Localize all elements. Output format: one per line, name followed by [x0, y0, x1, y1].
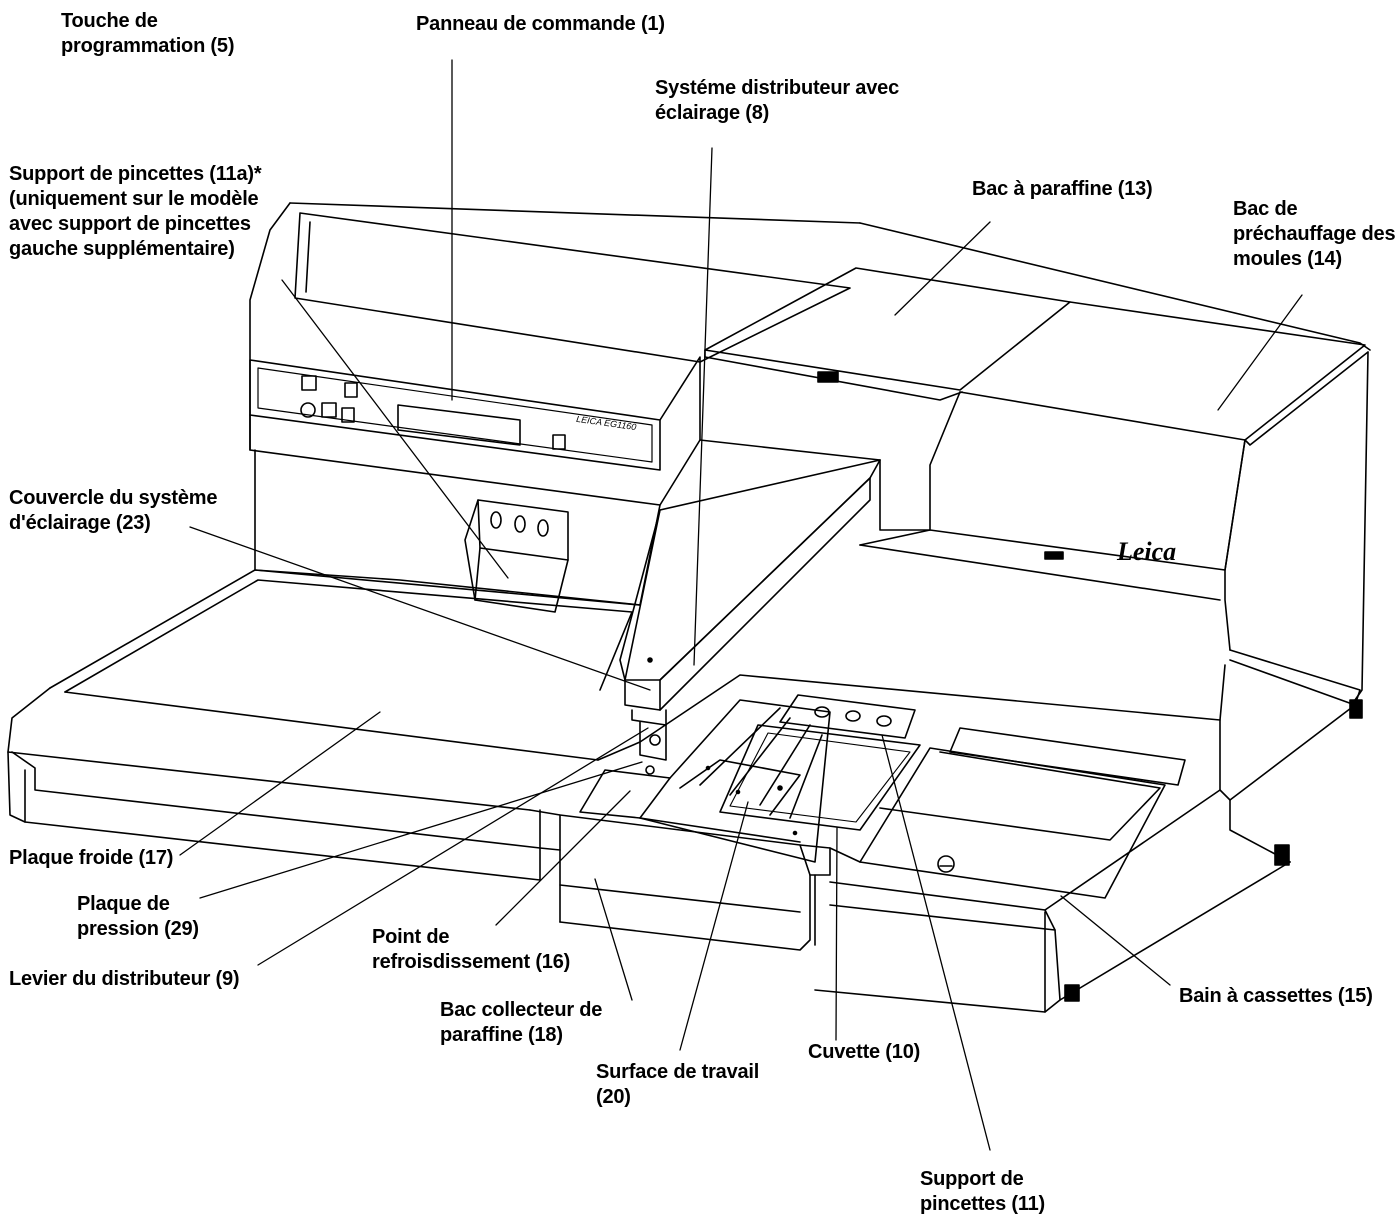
label-cooling-spot: Point de refroisdissement (16)	[372, 926, 571, 973]
machine-body	[249, 202, 1371, 701]
label-cuvette: Cuvette (10)	[808, 1041, 921, 1063]
base-left	[7, 569, 641, 881]
label-dispenser-lever: Levier du distributeur (9)	[9, 968, 240, 990]
label-forceps-holder-11a: Support de pincettes (11a)* (uniquement …	[9, 163, 262, 260]
label-cassette-bath: Bain à cassettes (15)	[1179, 985, 1373, 1007]
label-work-surface: Surface de travail (20)	[596, 1061, 760, 1108]
label-dispenser-lighting: Systéme distributeur avec éclairage (8)	[655, 77, 899, 124]
base-center	[529, 664, 1226, 951]
label-pressure-plate: Plaque de pression (29)	[77, 893, 199, 940]
machine-brand-logo: Leica	[1117, 537, 1177, 566]
label-lighting-cover: Couvercle du système d'éclairage (23)	[9, 487, 218, 534]
label-paraffin-collector: Bac collecteur de paraffine (18)	[440, 999, 603, 1046]
label-control-panel: Panneau de commande (1)	[416, 13, 665, 35]
base-right	[814, 649, 1363, 1013]
label-programming-key: Touche de programmation (5)	[61, 10, 235, 57]
label-forceps-holder-11: Support de pincettes (11)	[920, 1168, 1046, 1215]
label-mold-preheat: Bac de préchauffage des moules (14)	[1233, 198, 1396, 270]
leader-lines	[179, 59, 1303, 1151]
label-cold-plate: Plaque froide (17)	[9, 847, 174, 869]
label-paraffin-tank: Bac à paraffine (13)	[972, 178, 1153, 200]
